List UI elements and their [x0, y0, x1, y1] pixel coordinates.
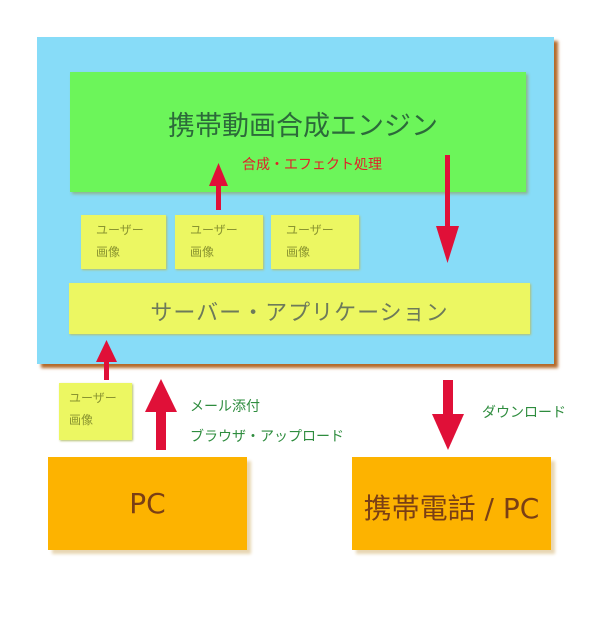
source-pc-box: PC [48, 457, 247, 550]
server-application-box: サーバー・アプリケーション [69, 283, 530, 334]
user-image-label: 画像 [69, 413, 94, 427]
uploaded-user-image-box: ユーザー 画像 [59, 383, 132, 440]
user-image-box: ユーザー 画像 [81, 215, 166, 269]
user-image-label: ユーザー [190, 223, 238, 237]
download-label: ダウンロード [482, 405, 566, 421]
arrow-up-icon [209, 163, 228, 210]
mail-attach-label: メール添付 [190, 399, 260, 415]
source-pc-label: PC [129, 487, 166, 520]
user-image-box: ユーザー 画像 [175, 215, 263, 269]
destination-device-box: 携帯電話 / PC [352, 457, 551, 550]
user-image-label: ユーザー [96, 223, 144, 237]
user-image-label: ユーザー [286, 223, 334, 237]
effect-process-label: 合成・エフェクト処理 [242, 157, 382, 173]
user-image-label: ユーザー [69, 391, 117, 405]
upload-arrow-icon [145, 379, 177, 450]
arrow-down-icon [436, 155, 459, 263]
arrow-up-icon [96, 340, 117, 380]
user-image-label: 画像 [286, 245, 311, 259]
server-application-label: サーバー・アプリケーション [150, 301, 449, 326]
browser-upload-label: ブラウザ・アップロード [190, 429, 344, 445]
user-image-label: 画像 [190, 245, 215, 259]
user-image-box: ユーザー 画像 [271, 215, 359, 269]
destination-device-label: 携帯電話 / PC [363, 492, 540, 525]
engine-title: 携帯動画合成エンジン [168, 111, 438, 142]
user-image-label: 画像 [96, 245, 121, 259]
download-arrow-icon [432, 380, 464, 450]
